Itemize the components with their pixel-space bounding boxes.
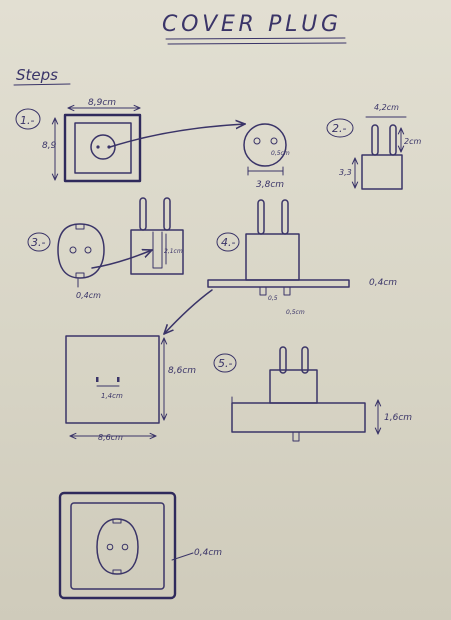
step-4-pin-right bbox=[281, 199, 289, 235]
step-2: 2.- 4,2cm 2cm 3,3 bbox=[326, 103, 421, 190]
step-1: 1.- 8,9cm 8,9 0,5cm 3,8cm bbox=[15, 98, 290, 190]
step-2-plug-body bbox=[361, 154, 403, 190]
step-1-socket-hole-right bbox=[107, 145, 111, 149]
step-1-number: 1.- bbox=[20, 114, 34, 127]
final-cover-socket bbox=[96, 518, 139, 575]
step-4-square-hole-label: 1,4cm bbox=[101, 392, 123, 400]
final-cover-inner bbox=[70, 502, 165, 590]
step-2-height-label: 3,3 bbox=[339, 168, 352, 177]
step-1-socket-outer bbox=[63, 113, 142, 183]
step-1-width-label: 8,9cm bbox=[88, 98, 116, 108]
step-5-pin-left bbox=[279, 346, 287, 374]
step-4-square-height-label: 8,6cm bbox=[168, 366, 196, 376]
step-1-height-label: 8,9 bbox=[42, 141, 57, 151]
final-cover-hole-right bbox=[121, 543, 129, 551]
step-1-diameter-label: 3,8cm bbox=[256, 180, 284, 190]
step-4-square: 1,4cm 8,6cm 8,6cm bbox=[65, 335, 196, 442]
step-4-under-pin-left bbox=[259, 286, 267, 296]
step-4-pin-left bbox=[257, 199, 265, 235]
step-1-cutout-hole-right bbox=[270, 137, 278, 145]
steps-heading-label: Steps bbox=[16, 66, 58, 84]
step-1-socket-hole-left bbox=[96, 145, 100, 149]
step-4-plate bbox=[207, 279, 350, 288]
step-3-pin-right bbox=[163, 197, 171, 231]
step-1-cutout-circle bbox=[243, 123, 287, 167]
step-3-plug-body bbox=[130, 229, 184, 275]
step-4-gap-left-label: 0,5 bbox=[268, 295, 278, 302]
step-3-hole-label: 0,4cm bbox=[76, 291, 101, 300]
step-5: 5.- 1,6cm bbox=[213, 346, 412, 442]
final-cover-notch-top bbox=[112, 518, 122, 524]
steps-heading-underline bbox=[13, 83, 71, 86]
title-block: COVER PLUG bbox=[162, 12, 347, 45]
step-2-number-circle bbox=[326, 118, 354, 138]
step-4: 4.- 0,4cm 0,5 0,5cm bbox=[164, 199, 397, 334]
step-2-pin-right bbox=[389, 124, 397, 156]
final-cover-border-leader bbox=[171, 552, 194, 561]
step-5-block bbox=[231, 402, 366, 433]
step-2-number: 2.- bbox=[332, 122, 346, 135]
step-5-under-pin bbox=[292, 431, 300, 442]
step-5-number-circle bbox=[213, 353, 237, 373]
step-4-square-hole-left bbox=[96, 377, 99, 382]
step-3-pin-left bbox=[139, 197, 147, 231]
step-3-socket-face bbox=[57, 223, 105, 279]
step-2-width-label: 4,2cm bbox=[374, 103, 399, 112]
final-cover-notch-bottom bbox=[112, 569, 122, 575]
step-5-plug-body bbox=[269, 369, 318, 404]
final-cover-border-label: 0,4cm bbox=[194, 548, 222, 558]
step-2-pin-label: 2cm bbox=[404, 137, 421, 146]
step-3-number: 3.- bbox=[31, 236, 45, 249]
step-3-number-circle bbox=[27, 232, 51, 252]
final-cover-hole-left bbox=[106, 543, 114, 551]
step-5-pin-right bbox=[301, 346, 309, 374]
step-4-square-hole-right bbox=[117, 377, 120, 382]
step-1-hole-label: 0,5cm bbox=[271, 150, 290, 157]
step-5-number: 5.- bbox=[218, 357, 232, 370]
step-1-arrow bbox=[109, 124, 245, 148]
step-4-number-circle bbox=[216, 232, 240, 252]
step-4-gap-right-label: 0,5cm bbox=[286, 309, 305, 316]
step-1-number-circle bbox=[15, 108, 41, 130]
step-3-depth-label: 2,1cm bbox=[164, 248, 183, 255]
title-underline-2 bbox=[167, 42, 347, 45]
steps-heading: Steps bbox=[13, 66, 71, 86]
final-cover: 0,4cm bbox=[58, 491, 222, 600]
step-1-socket-round bbox=[90, 134, 116, 160]
step-4-square-width-label: 8,6cm bbox=[98, 433, 123, 442]
step-4-number: 4.- bbox=[221, 236, 235, 249]
step-4-under-pin-right bbox=[283, 286, 291, 296]
title-underline bbox=[165, 37, 346, 40]
step-2-pin-left bbox=[371, 124, 379, 156]
step-4-square-plate bbox=[65, 335, 160, 424]
step-3: 3.- 0,4cm 2,1cm bbox=[27, 197, 184, 300]
step-3-arrow bbox=[91, 250, 152, 269]
page-title: COVER PLUG bbox=[162, 12, 342, 37]
step-4-arrow bbox=[164, 289, 213, 334]
step-1-socket-inner bbox=[74, 122, 132, 174]
step-1-cutout-hole-left bbox=[253, 137, 261, 145]
step-3-notch-top bbox=[75, 223, 85, 230]
step-3-hole-right bbox=[84, 246, 92, 254]
step-3-hole-left bbox=[69, 246, 77, 254]
step-3-notch-bottom bbox=[75, 272, 85, 279]
step-4-plug-body bbox=[245, 233, 300, 281]
step-3-plug-slot bbox=[152, 231, 163, 269]
final-cover-outer bbox=[58, 491, 177, 600]
step-4-plate-label: 0,4cm bbox=[369, 278, 397, 288]
step-5-thickness-label: 1,6cm bbox=[384, 413, 412, 423]
